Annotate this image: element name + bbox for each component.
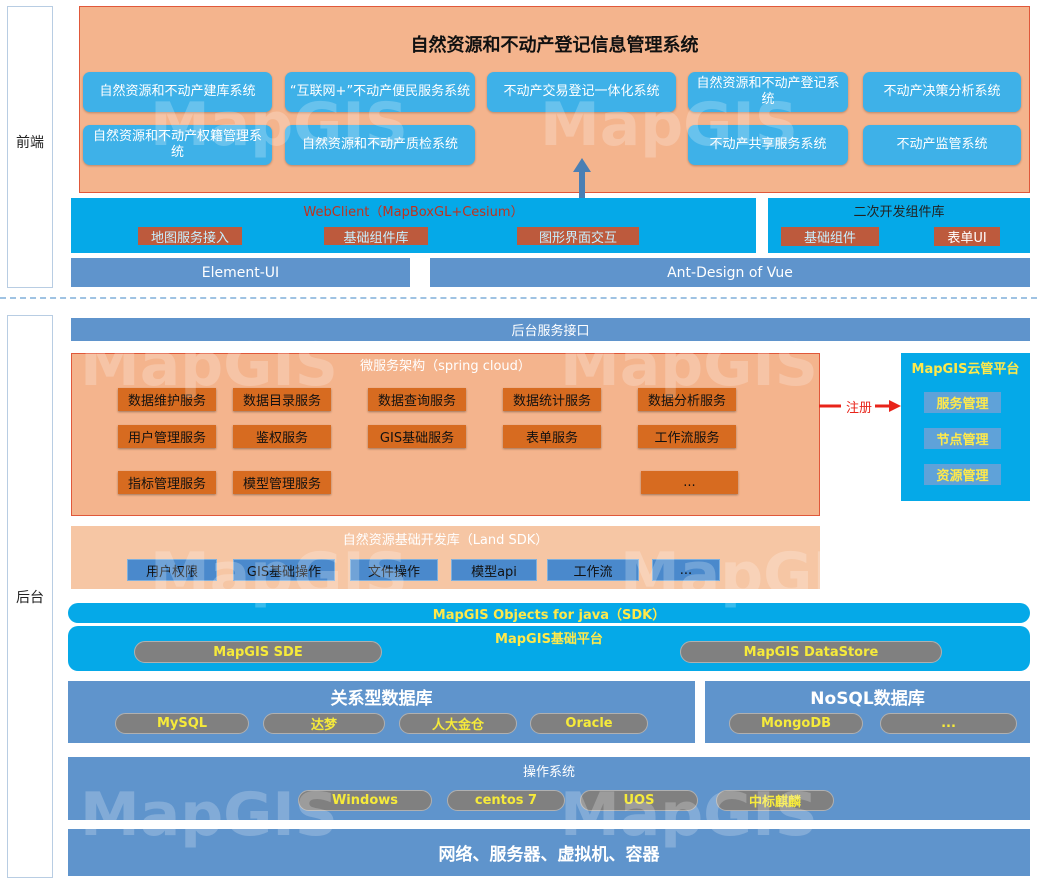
cloud-resource-management[interactable]: 资源管理 xyxy=(924,464,1001,485)
app-tile-trade-registration[interactable]: 不动产交易登记一体化系统 xyxy=(487,72,676,112)
service-data-query[interactable]: 数据查询服务 xyxy=(368,388,466,411)
db-kingbase[interactable]: 人大金仓 xyxy=(399,713,517,734)
app-tile-supervision[interactable]: 不动产监管系统 xyxy=(863,125,1021,165)
sdk-gis-operation[interactable]: GIS基础操作 xyxy=(233,559,335,581)
secondary-dev-title: 二次开发组件库 xyxy=(853,204,945,220)
app-tile-registration[interactable]: 自然资源和不动产登记系统 xyxy=(688,72,848,112)
os-centos[interactable]: centos 7 xyxy=(447,790,565,811)
service-data-statistics[interactable]: 数据统计服务 xyxy=(503,388,601,411)
db-mysql[interactable]: MySQL xyxy=(115,713,249,734)
service-workflow[interactable]: 工作流服务 xyxy=(638,425,736,448)
register-arrow-icon xyxy=(819,400,901,412)
app-tile-sharing[interactable]: 不动产共享服务系统 xyxy=(688,125,848,165)
relational-db-title: 关系型数据库 xyxy=(330,688,433,709)
frontend-label: 前端 xyxy=(16,135,44,151)
service-data-maintenance[interactable]: 数据维护服务 xyxy=(118,388,216,411)
sdk-file-operation[interactable]: 文件操作 xyxy=(350,559,438,581)
ui-lib-element: Element-UI xyxy=(71,258,410,287)
objects-java-bar: MapGIS Objects for java（SDK） xyxy=(68,603,1030,623)
app-tile-ownership[interactable]: 自然资源和不动产权籍管理系统 xyxy=(83,125,272,165)
register-label: 注册 xyxy=(845,400,872,416)
sdk-model-api[interactable]: 模型api xyxy=(451,559,537,581)
app-tile-decision[interactable]: 不动产决策分析系统 xyxy=(863,72,1021,112)
db-mongodb[interactable]: MongoDB xyxy=(729,713,863,734)
db-more[interactable]: ... xyxy=(880,713,1017,734)
service-data-analysis[interactable]: 数据分析服务 xyxy=(638,388,736,411)
backend-api-bar: 后台服务接口 xyxy=(71,318,1030,341)
app-tile-build[interactable]: 自然资源和不动产建库系统 xyxy=(83,72,272,112)
infrastructure-bar: 网络、服务器、虚拟机、容器 xyxy=(68,829,1030,876)
platform-sde[interactable]: MapGIS SDE xyxy=(134,641,382,663)
os-windows[interactable]: Windows xyxy=(298,790,432,811)
service-form[interactable]: 表单服务 xyxy=(503,425,601,448)
cloud-platform-title: MapGIS云管平台 xyxy=(911,361,1020,377)
os-neokylin[interactable]: 中标麒麟 xyxy=(716,790,834,811)
frontend-backend-separator xyxy=(0,297,1037,299)
webclient-ui-interaction[interactable]: 图形界面交互 xyxy=(517,227,639,246)
webclient-base-components[interactable]: 基础组件库 xyxy=(324,227,428,246)
nosql-db-title: NoSQL数据库 xyxy=(810,688,925,709)
secondary-dev-form-ui[interactable]: 表单UI xyxy=(934,227,1000,246)
service-data-catalog[interactable]: 数据目录服务 xyxy=(233,388,331,411)
sdk-workflow[interactable]: 工作流 xyxy=(547,559,639,581)
os-title: 操作系统 xyxy=(522,764,575,780)
service-indicator-management[interactable]: 指标管理服务 xyxy=(118,471,216,494)
platform-datastore[interactable]: MapGIS DataStore xyxy=(680,641,942,663)
secondary-dev-base-components[interactable]: 基础组件 xyxy=(781,227,879,246)
db-dameng[interactable]: 达梦 xyxy=(263,713,385,734)
service-authentication[interactable]: 鉴权服务 xyxy=(233,425,331,448)
backend-label: 后台 xyxy=(16,590,44,606)
microservices-title: 微服务架构（spring cloud） xyxy=(360,358,531,374)
service-more[interactable]: ... xyxy=(641,471,738,494)
service-user-management[interactable]: 用户管理服务 xyxy=(118,425,216,448)
webclient-title: WebClient（MapBoxGL+Cesium） xyxy=(303,204,524,220)
app-tile-quality-check[interactable]: 自然资源和不动产质检系统 xyxy=(285,125,475,165)
service-gis-base[interactable]: GIS基础服务 xyxy=(368,425,466,448)
up-arrow-icon xyxy=(573,158,591,204)
cloud-service-management[interactable]: 服务管理 xyxy=(924,392,1001,413)
backend-side-panel xyxy=(7,315,53,878)
base-platform-title: MapGIS基础平台 xyxy=(495,631,603,647)
land-sdk-title: 自然资源基础开发库（Land SDK） xyxy=(342,532,549,548)
frontend-side-panel xyxy=(7,6,53,288)
ui-lib-ant-design: Ant-Design of Vue xyxy=(430,258,1030,287)
os-uos[interactable]: UOS xyxy=(580,790,698,811)
db-oracle[interactable]: Oracle xyxy=(530,713,648,734)
sdk-user-permission[interactable]: 用户权限 xyxy=(127,559,217,581)
app-title: 自然资源和不动产登记信息管理系统 xyxy=(410,35,699,56)
app-tile-internet-plus[interactable]: “互联网+”不动产便民服务系统 xyxy=(285,72,475,112)
cloud-node-management[interactable]: 节点管理 xyxy=(924,428,1001,449)
webclient-map-access[interactable]: 地图服务接入 xyxy=(138,227,242,246)
sdk-more[interactable]: ... xyxy=(652,559,720,581)
service-model-management[interactable]: 模型管理服务 xyxy=(233,471,331,494)
